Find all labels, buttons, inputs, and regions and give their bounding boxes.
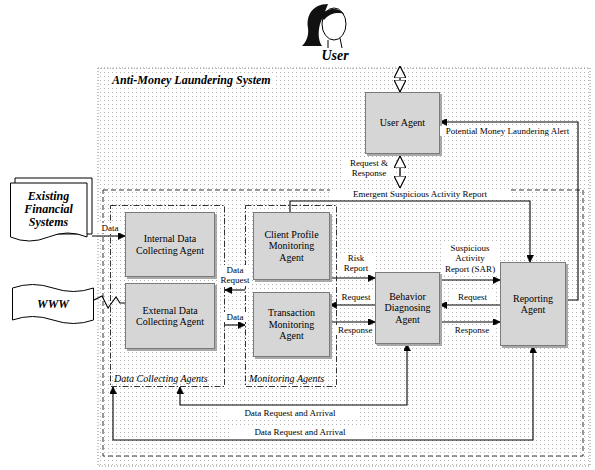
group-title: Data Collecting Agents (114, 373, 221, 384)
flag-shape (13, 285, 94, 324)
node-text: Transaction Monitoring Agent (258, 307, 325, 342)
node-text: Client Profile Monitoring Agent (258, 229, 325, 264)
edge-label: Emergent Suspicious Activity Report (330, 189, 510, 199)
agent-box: External Data Collecting Agent (125, 283, 215, 349)
agent-box: Transaction Monitoring Agent (253, 292, 330, 357)
node-text: User (300, 48, 370, 63)
node-text: Behavior Diagnosing Agent (380, 291, 435, 326)
edge-label: Request (450, 292, 495, 302)
edge-label: Risk Report (339, 253, 373, 274)
arrow-label: Request & Response (344, 158, 394, 179)
message-arrow (440, 304, 500, 305)
web-source-shape: WWW (12, 282, 94, 326)
edge-label: Suspicious Activity Report (SAR) (442, 243, 498, 274)
agent-box: Internal Data Collecting Agent (125, 212, 215, 277)
agent-group: Client Profile Monitoring AgentTransacti… (245, 205, 337, 387)
agent-group: Internal Data Collecting AgentExternal D… (110, 205, 225, 387)
node-text: WWW (37, 297, 69, 312)
document-shape: Existing Financial Systems (10, 178, 92, 246)
edge-label: Data Request and Arrival (220, 408, 360, 418)
user-fringe (320, 9, 344, 20)
edge-label: Request (338, 292, 374, 302)
front-page (11, 183, 88, 241)
group-border (246, 206, 337, 387)
user-neck (328, 38, 342, 48)
user-figure: User (300, 2, 410, 66)
agent-box: Behavior Diagnosing Agent (375, 272, 440, 344)
node-text: Internal Data Collecting Agent (130, 233, 210, 256)
node-text: External Data Collecting Agent (130, 305, 210, 328)
edge-label: Data Request and Arrival (230, 427, 370, 437)
node-text: Reporting Agent (505, 293, 561, 316)
message-arrow (225, 324, 245, 325)
agent-region (103, 190, 583, 456)
message-arrow (94, 296, 125, 308)
edge-label: Response (336, 325, 374, 335)
request-response-arrow (399, 156, 400, 188)
edge-label: Potential Money Laundering Alert (440, 126, 575, 136)
message-arrow (440, 321, 500, 322)
node-text: User Agent (380, 117, 425, 129)
message-arrow (113, 346, 533, 440)
message-arrow (92, 235, 125, 236)
system-region (98, 68, 590, 466)
agent-box: Reporting Agent (500, 262, 566, 346)
group-title: Anti-Money Laundering System (110, 73, 273, 88)
edge-label: Data (222, 312, 248, 322)
agent-box: Client Profile Monitoring Agent (253, 212, 330, 280)
group-border (111, 206, 225, 387)
message-arrow (440, 279, 500, 280)
message-arrow (225, 289, 245, 290)
message-arrow (330, 304, 375, 305)
edge-label: Data Request (218, 265, 252, 286)
node-text: Existing Financial Systems (12, 190, 85, 230)
user-icon (300, 2, 370, 50)
agent-box: User Agent (365, 92, 440, 154)
edge-label: Data (96, 223, 124, 233)
edge-label: Response (448, 325, 496, 335)
group-title: Monitoring Agents (249, 373, 333, 384)
interaction-arrow (399, 66, 400, 92)
